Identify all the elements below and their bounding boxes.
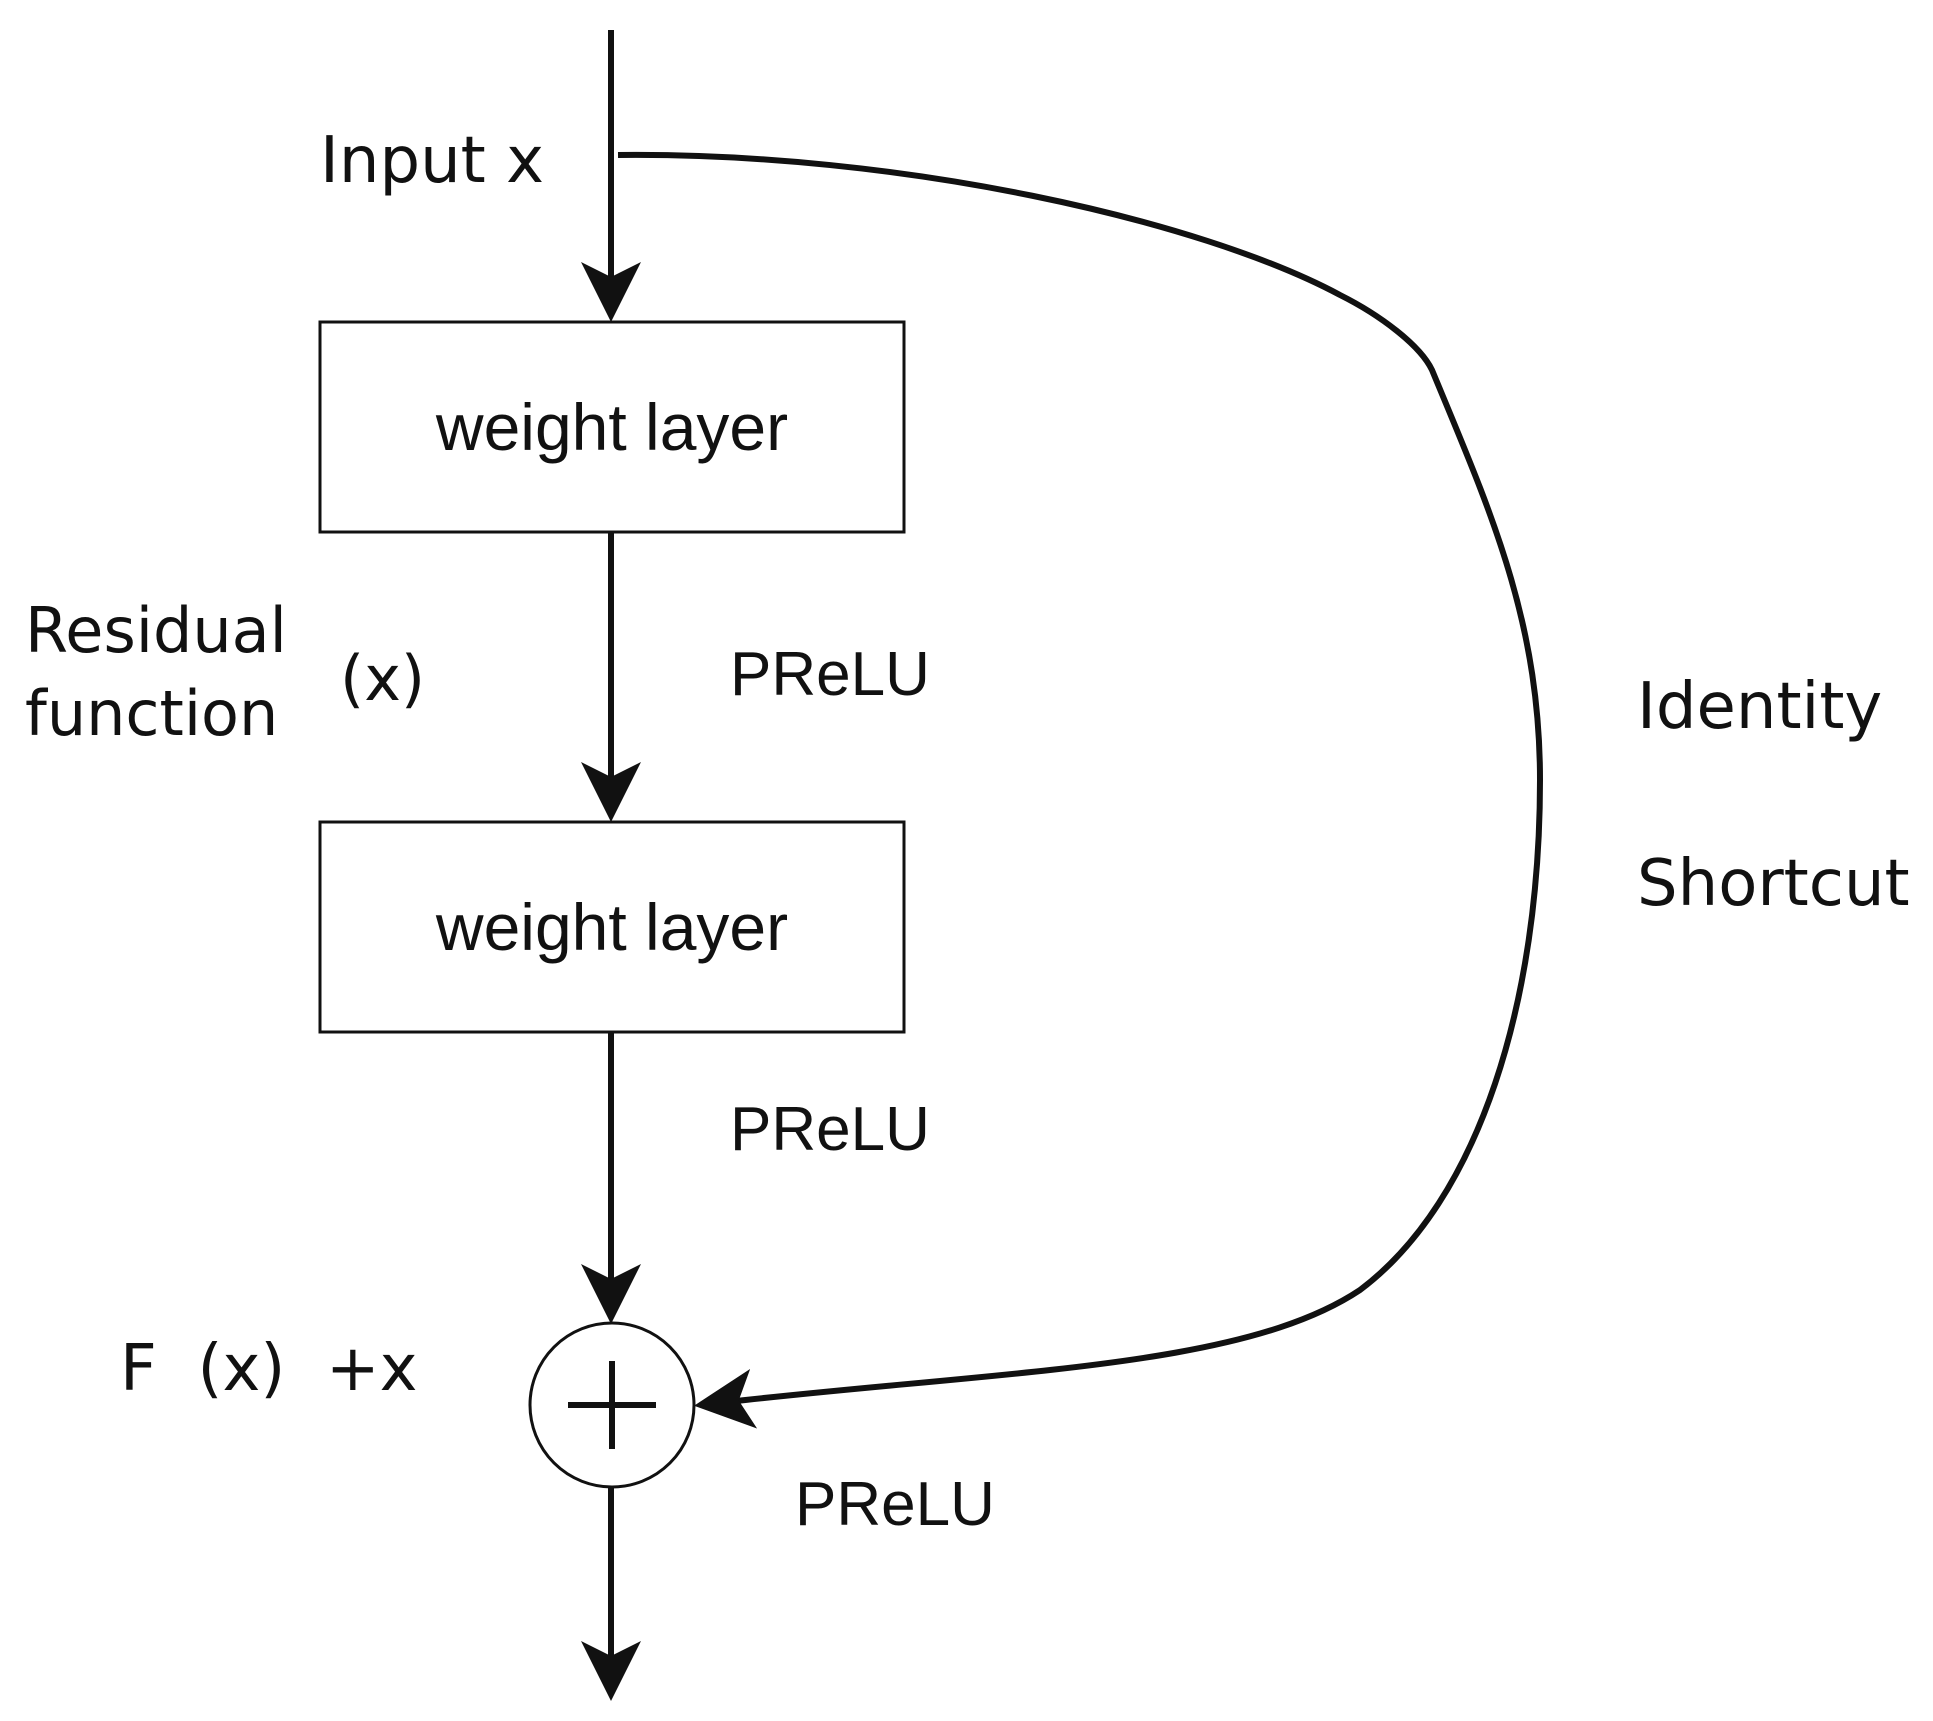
weight-layer-2: weight layer xyxy=(318,820,906,1034)
prelu-label-1: PReLU xyxy=(730,640,930,709)
weight-layer-2-label: weight layer xyxy=(435,890,788,964)
identity-shortcut-path xyxy=(617,151,1544,1429)
residual-function-x-label: (x) xyxy=(340,642,425,715)
weight-layer-1-label: weight layer xyxy=(435,390,788,464)
shortcut-label: Shortcut xyxy=(1637,847,1910,921)
residual-function-label-line1: Residual xyxy=(25,594,287,667)
sum-output-label: F (x) +x xyxy=(120,1332,418,1406)
weight-layer-1: weight layer xyxy=(318,320,906,534)
addition-node xyxy=(528,1321,696,1489)
identity-label: Identity xyxy=(1637,670,1882,744)
prelu-label-3: PReLU xyxy=(795,1470,995,1539)
input-label: Input x xyxy=(320,124,544,198)
residual-function-label-line2: function xyxy=(25,677,278,750)
prelu-label-2: PReLU xyxy=(730,1095,930,1164)
